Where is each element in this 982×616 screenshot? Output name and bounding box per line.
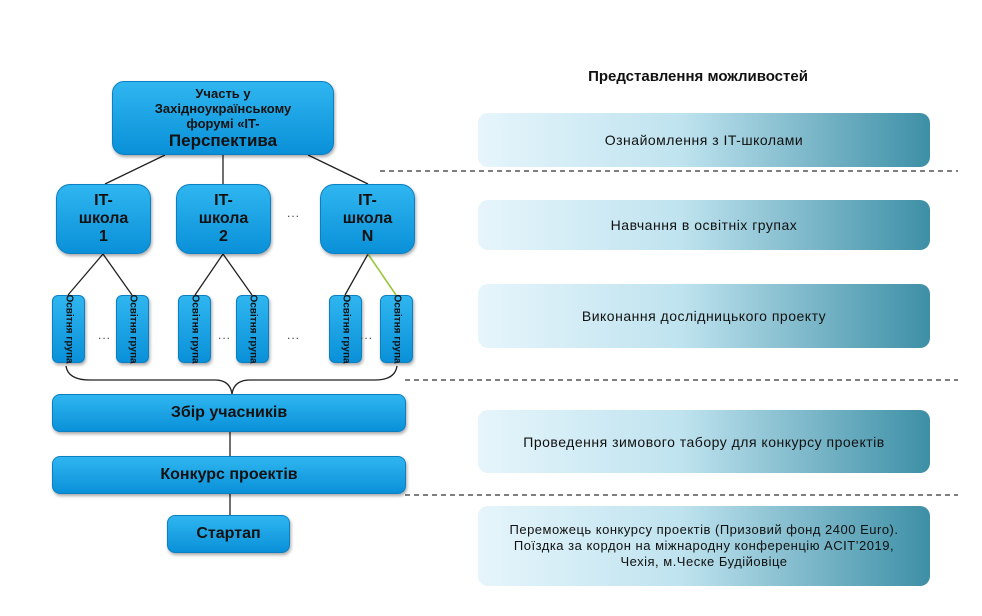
collect-participants-label: Збір учасників — [170, 404, 288, 421]
school-line: школа — [198, 210, 249, 227]
group-box: Освітня група — [178, 294, 211, 364]
groups-ellipsis: ... — [360, 328, 374, 342]
school-box-2: IT- школа 2 — [176, 184, 271, 254]
forum-line-3: форумі «IT- — [186, 116, 260, 131]
opportunity-panel-2: Навчання в освітніх групах — [478, 200, 930, 250]
group-label: Освітня група — [340, 294, 352, 364]
group-box: Освітня група — [52, 294, 85, 364]
school-line: 1 — [99, 228, 108, 245]
opportunity-panel-1: Ознайомлення з IT-школами — [478, 113, 930, 167]
school-box-1: IT- школа 1 — [56, 184, 151, 254]
groups-ellipsis: ... — [218, 328, 232, 342]
opportunity-text: Ознайомлення з IT-школами — [604, 132, 804, 148]
school-box-n: IT- школа N — [320, 184, 415, 254]
school-line: IT- — [94, 192, 113, 209]
forum-line-2: Західноукраїнському — [154, 101, 292, 116]
startup-label: Стартап — [196, 525, 261, 542]
school-line: IT- — [214, 192, 233, 209]
group-label: Освітня група — [247, 294, 259, 364]
school-line: IT- — [358, 192, 377, 209]
forum-box: Участь у Західноукраїнському форумі «IT-… — [112, 81, 334, 155]
school-line: школа — [342, 210, 393, 227]
group-box: Освітня група — [329, 294, 362, 364]
group-box: Освітня група — [116, 294, 149, 364]
group-box: Освітня група — [236, 294, 269, 364]
school-line: 2 — [219, 228, 228, 245]
opportunity-panel-4: Проведення зимового табору для конкурсу … — [478, 410, 930, 473]
groups-ellipsis: ... — [287, 328, 301, 342]
opportunity-text: Проведення зимового табору для конкурсу … — [523, 433, 885, 450]
school-line: школа — [78, 210, 129, 227]
schools-ellipsis: ... — [287, 206, 301, 220]
school-line: N — [361, 228, 374, 245]
group-label: Освітня група — [63, 294, 75, 364]
forum-line-1: Участь у — [195, 86, 251, 101]
group-box: Освітня група — [380, 294, 413, 364]
forum-line-4: Перспектива — [168, 131, 278, 150]
project-contest-box: Конкурс проектів — [52, 456, 406, 494]
opportunities-heading: Представлення можливостей — [588, 68, 808, 85]
opportunity-panel-5: Переможець конкурсу проектів (Призовий ф… — [478, 506, 930, 586]
project-contest-label: Конкурс проектів — [160, 466, 298, 483]
group-label: Освітня група — [127, 294, 139, 364]
opportunity-text: Виконання дослідницького проекту — [581, 308, 827, 324]
group-label: Освітня група — [391, 294, 403, 364]
opportunity-text: Навчання в освітніх групах — [610, 217, 798, 233]
opportunity-panel-3: Виконання дослідницького проекту — [478, 284, 930, 348]
startup-box: Стартап — [167, 515, 290, 553]
collect-participants-box: Збір учасників — [52, 394, 406, 432]
opportunity-text: Переможець конкурсу проектів (Призовий ф… — [509, 522, 899, 569]
groups-ellipsis: ... — [98, 328, 112, 342]
group-label: Освітня група — [189, 294, 201, 364]
